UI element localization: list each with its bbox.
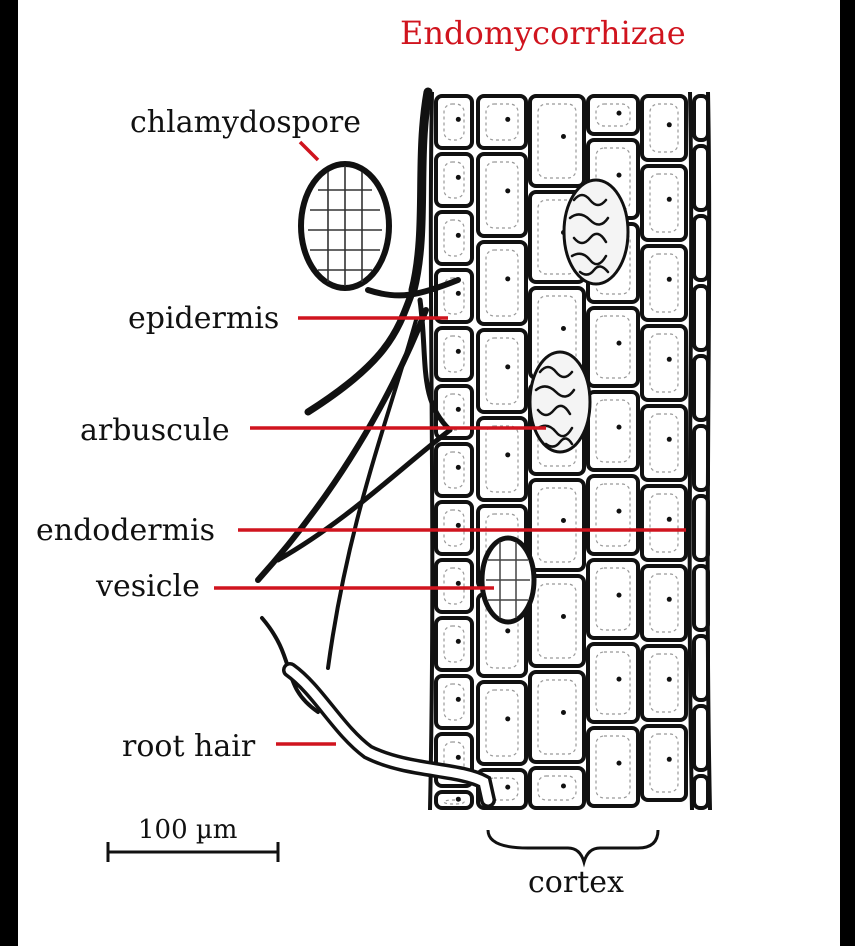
arbuscule <box>530 352 590 452</box>
label-cortex: cortex <box>528 865 624 900</box>
cortex-cell <box>694 146 708 210</box>
diagram-title: Endomycorrhizae <box>400 14 686 52</box>
cortex-cell <box>588 96 638 134</box>
cell-nucleus <box>561 614 566 619</box>
cell-nucleus <box>505 364 510 369</box>
stele-edge <box>708 92 710 810</box>
cell-nucleus <box>617 509 622 514</box>
cortex-cell <box>588 644 638 722</box>
cortex-cell <box>478 242 526 324</box>
cell-nucleus <box>667 757 672 762</box>
cortex-cell <box>588 560 638 638</box>
cell-nucleus <box>561 326 566 331</box>
cell-nucleus <box>667 122 672 127</box>
cell-nucleus <box>456 233 461 238</box>
cell-nucleus <box>617 677 622 682</box>
cortex-cell <box>642 406 686 480</box>
cell-nucleus <box>456 465 461 470</box>
cortex-cell <box>478 418 526 500</box>
cortex-brace: cortex <box>488 830 658 900</box>
cortex-cell <box>588 728 638 806</box>
cell-nucleus <box>667 517 672 522</box>
cortex-cell <box>694 706 708 770</box>
cell-nucleus <box>456 697 461 702</box>
cell-nucleus <box>667 437 672 442</box>
cell-nucleus <box>617 593 622 598</box>
cortex-cell <box>588 392 638 470</box>
cell-nucleus <box>617 111 622 116</box>
cell-nucleus <box>505 117 510 122</box>
cortex-cell <box>694 216 708 280</box>
cortex-cell <box>478 682 526 764</box>
cell-nucleus <box>561 784 566 789</box>
label-chlamydospore: chlamydospore <box>130 105 361 140</box>
cell-nucleus <box>667 677 672 682</box>
cortex-cell <box>642 166 686 240</box>
label-arbuscule: arbuscule <box>80 413 230 448</box>
cell-nucleus <box>456 523 461 528</box>
cell-nucleus <box>456 175 461 180</box>
label-root-hair: root hair <box>122 729 256 764</box>
cell-nucleus <box>617 425 622 430</box>
root-outer-edge <box>430 92 432 810</box>
endomycorrhizae-diagram: Endomycorrhizae <box>18 0 840 946</box>
cortex-cell <box>694 776 708 808</box>
cortex-cell <box>642 726 686 800</box>
cell-nucleus <box>617 761 622 766</box>
label-endodermis: endodermis <box>36 513 215 548</box>
cortex-cell <box>588 476 638 554</box>
cell-nucleus <box>667 197 672 202</box>
cortex-brace-line <box>488 830 658 862</box>
cell-nucleus <box>667 277 672 282</box>
cell-nucleus <box>505 452 510 457</box>
label-vesicle: vesicle <box>95 569 200 604</box>
cortex-cell <box>642 486 686 560</box>
cell-nucleus <box>561 518 566 523</box>
cell-nucleus <box>561 710 566 715</box>
cell-nucleus <box>456 755 461 760</box>
scale-bar-line <box>108 842 278 862</box>
cortex-cell <box>478 330 526 412</box>
cell-nucleus <box>617 173 622 178</box>
endodermis-wall <box>690 92 692 810</box>
cortex-cell <box>694 636 708 700</box>
cell-nucleus <box>561 134 566 139</box>
cortex-cell <box>694 96 708 140</box>
scale-bar: 100 µm <box>108 815 278 862</box>
cortex-cell <box>694 356 708 420</box>
chlamydospore <box>301 164 389 288</box>
cell-nucleus <box>505 785 510 790</box>
cell-nucleus <box>505 628 510 633</box>
cortex-cell <box>588 308 638 386</box>
cell-nucleus <box>456 407 461 412</box>
cell-nucleus <box>505 276 510 281</box>
label-epidermis: epidermis <box>128 301 279 336</box>
cortex-cell <box>694 286 708 350</box>
cell-nucleus <box>456 581 461 586</box>
cell-nucleus <box>505 188 510 193</box>
cortex-cell <box>642 326 686 400</box>
cortex-cell <box>478 154 526 236</box>
cell-nucleus <box>667 357 672 362</box>
scale-bar-label: 100 µm <box>138 815 237 845</box>
cortex-cell <box>642 96 686 160</box>
cell-nucleus <box>456 117 461 122</box>
cell-nucleus <box>456 639 461 644</box>
arbuscule-upper <box>564 180 628 284</box>
cell-nucleus <box>456 291 461 296</box>
cell-nucleus <box>456 349 461 354</box>
cortex-cell <box>642 246 686 320</box>
cortex-cell <box>642 646 686 720</box>
cell-nucleus <box>456 797 461 802</box>
cortex-cell <box>642 566 686 640</box>
cell-nucleus <box>667 597 672 602</box>
cell-nucleus <box>505 716 510 721</box>
diagram-frame: Endomycorrhizae <box>18 0 840 946</box>
leader-chlamydospore <box>300 142 318 160</box>
cell-nucleus <box>617 341 622 346</box>
cortex-cell <box>694 426 708 490</box>
vesicle <box>482 538 534 622</box>
